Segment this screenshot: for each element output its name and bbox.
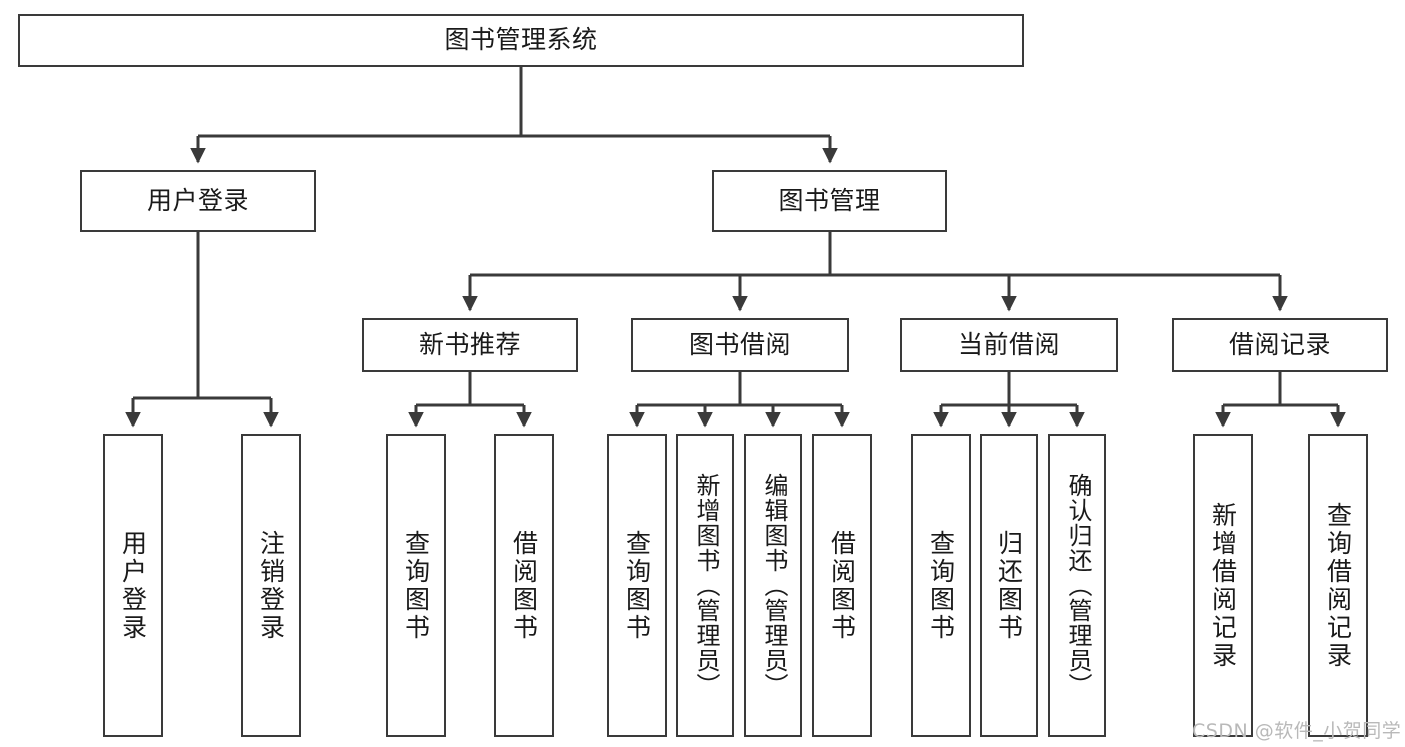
node-leaf-query-borrow-record[interactable]: 查询借阅记录 — [1308, 434, 1368, 737]
csdn-watermark: CSDN @软件_小贺同学 — [1192, 720, 1402, 742]
node-leaf-confirm-return[interactable]: 确认归还（管理员） — [1048, 434, 1106, 737]
node-leaf-query-book-borrow[interactable]: 查询图书 — [607, 434, 667, 737]
node-user-login[interactable]: 用户登录 — [80, 170, 316, 232]
node-borrow-record[interactable]: 借阅记录 — [1172, 318, 1388, 372]
node-label: 编辑图书（管理员） — [759, 473, 788, 698]
node-label: 注销登录 — [256, 529, 286, 642]
node-label: 新增图书（管理员） — [691, 473, 720, 698]
node-label: 借阅记录 — [1228, 329, 1331, 359]
node-label: 图书管理 — [778, 185, 881, 215]
node-leaf-return-book[interactable]: 归还图书 — [980, 434, 1038, 737]
node-root-system[interactable]: 图书管理系统 — [18, 14, 1024, 67]
node-label: 查询借阅记录 — [1323, 501, 1353, 670]
node-leaf-add-book[interactable]: 新增图书（管理员） — [676, 434, 734, 737]
node-leaf-user-login[interactable]: 用户登录 — [103, 434, 163, 737]
node-label: 查询图书 — [622, 529, 652, 642]
node-label: 用户登录 — [146, 185, 249, 215]
node-leaf-add-borrow-record[interactable]: 新增借阅记录 — [1193, 434, 1253, 737]
node-book-borrow[interactable]: 图书借阅 — [631, 318, 849, 372]
node-label: 查询图书 — [926, 529, 956, 642]
node-label: 当前借阅 — [957, 329, 1060, 359]
node-leaf-logout-login[interactable]: 注销登录 — [241, 434, 301, 737]
node-label: 借阅图书 — [509, 529, 539, 642]
node-leaf-query-book-current[interactable]: 查询图书 — [911, 434, 971, 737]
node-book-management[interactable]: 图书管理 — [712, 170, 947, 232]
node-label: 新增借阅记录 — [1208, 501, 1238, 670]
node-label: 归还图书 — [994, 529, 1024, 642]
node-leaf-edit-book[interactable]: 编辑图书（管理员） — [744, 434, 802, 737]
node-label: 确认归还（管理员） — [1063, 473, 1092, 698]
node-label: 图书借阅 — [688, 329, 791, 359]
node-label: 借阅图书 — [827, 529, 857, 642]
node-current-borrow[interactable]: 当前借阅 — [900, 318, 1118, 372]
node-label: 用户登录 — [118, 529, 148, 642]
node-label: 新书推荐 — [418, 329, 521, 359]
node-leaf-query-book-recommend[interactable]: 查询图书 — [386, 434, 446, 737]
node-leaf-borrow-book-recommend[interactable]: 借阅图书 — [494, 434, 554, 737]
node-label: 图书管理系统 — [444, 25, 598, 55]
node-label: 查询图书 — [401, 529, 431, 642]
node-new-book-recommend[interactable]: 新书推荐 — [362, 318, 578, 372]
node-leaf-borrow-book-borrow[interactable]: 借阅图书 — [812, 434, 872, 737]
